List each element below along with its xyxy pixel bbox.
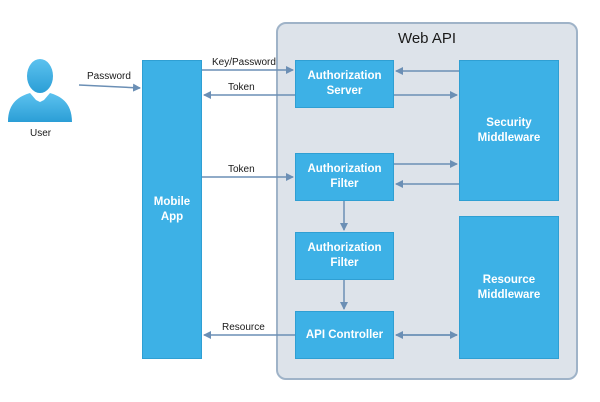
- resource-middleware-box: Resource Middleware: [459, 216, 559, 359]
- authorization-filter-box-1: Authorization Filter: [295, 153, 394, 201]
- user-label: User: [30, 128, 52, 139]
- edge-label-token-in: Token: [228, 164, 255, 175]
- edge-label-token-out: Token: [228, 82, 255, 93]
- user-icon: [8, 59, 72, 122]
- security-middleware-box: Security Middleware: [459, 60, 559, 201]
- arrow-user-to-mobile: [78, 83, 141, 92]
- authorization-server-box: Authorization Server: [295, 60, 394, 108]
- api-controller-box: API Controller: [295, 311, 394, 359]
- edge-label-key-password: Key/Password: [212, 57, 276, 68]
- mobile-app-box: Mobile App: [142, 60, 202, 359]
- edge-label-password: Password: [87, 71, 131, 82]
- edge-label-resource: Resource: [222, 322, 265, 333]
- web-api-title: Web API: [397, 30, 457, 47]
- authorization-filter-box-2: Authorization Filter: [295, 232, 394, 280]
